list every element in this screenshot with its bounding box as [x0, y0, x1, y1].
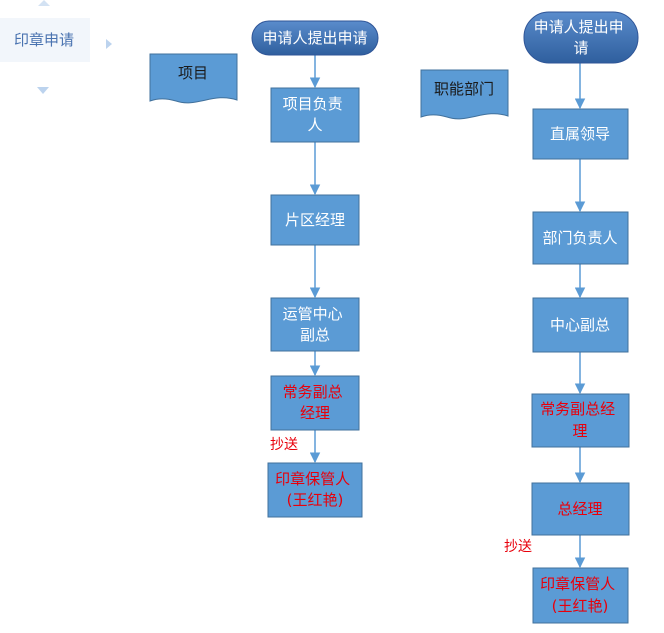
project-step-box: [270, 375, 360, 431]
project-step-label: 运管中心 副总: [283, 305, 348, 344]
dept-step-label: 直属领导: [550, 125, 610, 143]
project-tag: 项目: [149, 53, 238, 104]
project-step-label: 项目负责 人: [283, 95, 348, 134]
connectors: [309, 55, 586, 569]
sidebar-item-bg: [0, 18, 90, 62]
project-start-terminal: [251, 20, 379, 56]
dept-start-label: 申请人提出申 请: [534, 18, 629, 57]
dept-step-box: [532, 108, 629, 160]
chevron-down-icon[interactable]: [37, 87, 49, 94]
project-step-box: [270, 87, 360, 143]
dept-step-label: 印章保管人 (王红艳): [540, 575, 620, 615]
dept-cc-label: 抄送: [504, 539, 532, 555]
dept-step-label: 部门负责人: [542, 229, 617, 247]
sidebar-item-label: 印章申请: [14, 31, 74, 49]
dept-step-box: [532, 297, 629, 353]
dept-step-label: 总经理: [557, 500, 602, 518]
dept-start-terminal: [523, 11, 639, 64]
dept-step-box: [532, 211, 629, 265]
project-step-label: 印章保管人 (王红艳): [275, 470, 355, 509]
project-step-label: 常务副总 经理: [283, 383, 348, 422]
chevron-up-icon[interactable]: [38, 0, 50, 6]
project-step-box: [270, 194, 360, 246]
dept-step-label: 中心副总: [550, 316, 610, 334]
project-step-box: [267, 462, 363, 518]
dept-tag-label: 职能部门: [434, 80, 494, 98]
sidebar[interactable]: 印章申请: [0, 0, 112, 94]
chevron-right-icon[interactable]: [106, 39, 112, 49]
dept-step-label: 常务副总经 理: [540, 400, 620, 440]
project-step-box: [270, 297, 360, 352]
project-flow: 申请人提出申请 项目负责 人 片区经理 运管中心 副总 常务副总 经理 印章保管…: [251, 20, 379, 518]
project-start-label: 申请人提出申请: [262, 29, 367, 47]
project-cc-label: 抄送: [270, 437, 298, 453]
dept-step-box: [531, 482, 630, 536]
dept-step-box: [532, 567, 629, 624]
project-step-label: 片区经理: [285, 211, 345, 229]
dept-step-box: [531, 393, 630, 448]
dept-tag: 职能部门: [420, 69, 509, 120]
dept-flow: 申请人提出申 请 直属领导 部门负责人 中心副总 常务副总经 理 总经理 印章保…: [504, 11, 639, 624]
project-tag-label: 项目: [178, 64, 208, 82]
